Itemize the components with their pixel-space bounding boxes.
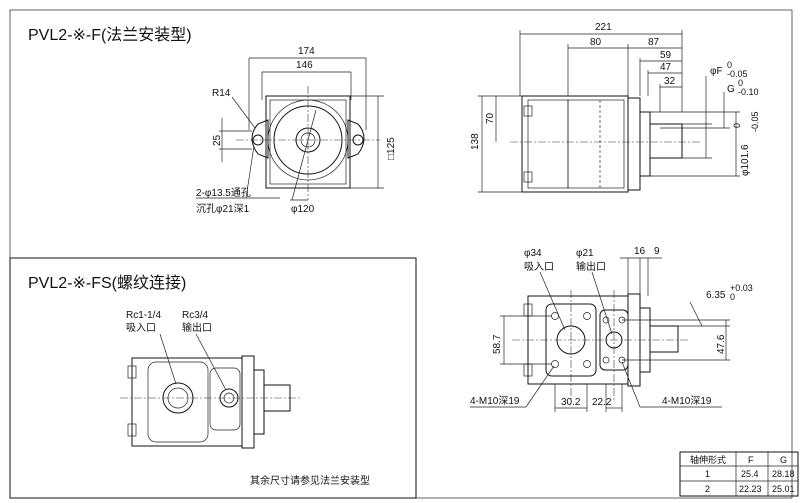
dim-47-6: 47.6: [716, 334, 727, 354]
dim-16: 16: [634, 246, 646, 257]
thread-flange: [241, 355, 255, 449]
table-header-F: F: [748, 455, 754, 465]
table-row1-F: 25.4: [741, 469, 759, 479]
table-row1-G: 28.18: [772, 469, 795, 479]
dim-6-35: 6.35: [706, 290, 726, 301]
dim-174: 174: [298, 46, 315, 57]
dim-59: 59: [660, 50, 672, 61]
dim-25: 25: [212, 134, 223, 146]
dim-146: 146: [296, 60, 313, 71]
dim-phiF: φF: [710, 66, 723, 77]
dim-9: 9: [654, 246, 660, 257]
dim-phi34: φ34: [524, 248, 542, 259]
tol-F-lower: -0.05: [727, 69, 748, 79]
inlet-label-2: 吸入口: [524, 262, 554, 273]
dim-80: 80: [590, 37, 602, 48]
table-row2-G: 25.01: [772, 484, 795, 494]
dim-32: 32: [664, 76, 676, 87]
dim-58-7: 58.7: [492, 334, 503, 354]
counterbore-note: 沉孔φ21深1: [196, 202, 250, 215]
side-flange: [627, 97, 641, 191]
inlet-code: Rc1-1/4: [126, 310, 161, 321]
bolt-note-left: 4-M10深19: [470, 395, 520, 407]
thread-note: 其余尺寸请参见法兰安装型: [250, 474, 370, 487]
thread-title: PVL2-※-FS(螺纹连接): [28, 274, 186, 292]
thread-view: PVL2-※-FS(螺纹连接) Rc1-1/4 吸入口 Rc3/4 输出口 其余…: [28, 274, 370, 487]
side-view: 221 80 87 59 47 32 138 70: [470, 22, 760, 193]
side-body: [521, 95, 629, 193]
outlet-label: 输出口: [182, 321, 212, 334]
tol-101-upper: 0: [732, 123, 742, 128]
bottom-shaft: [649, 325, 679, 353]
flange-ear-left: [251, 119, 269, 159]
dim-phi101: φ101.6: [740, 144, 751, 176]
dim-70: 70: [485, 112, 496, 124]
dim-30-2: 30.2: [561, 397, 581, 408]
shaft-table: 轴伸形式 F G 1 25.4 28.18 2 22.23 25.01: [679, 451, 799, 497]
table-row2-F: 22.23: [739, 484, 762, 494]
side-shaft: [649, 123, 683, 159]
dim-phi120: φ120: [291, 204, 315, 215]
dim-phi21: φ21: [576, 248, 594, 259]
bottom-view: φ34 吸入口 φ21 输出口 16 9: [470, 246, 753, 412]
dim-G: G: [727, 84, 735, 95]
tol-G-upper: 0: [738, 78, 743, 88]
bolt-note-right: 4-M10深19: [662, 395, 712, 407]
dim-22-2: 22.2: [592, 397, 612, 408]
hole-note: 2-φ13.5通孔: [196, 187, 251, 199]
tol-101-lower: -0.05: [750, 111, 760, 132]
dim-87: 87: [648, 37, 660, 48]
outlet-code: Rc3/4: [182, 310, 209, 321]
flange-title: PVL2-※-F(法兰安装型): [28, 26, 192, 44]
tol-F-upper: 0: [727, 60, 732, 70]
dim-sq125: □125: [386, 137, 397, 160]
outlet-label-2: 输出口: [576, 260, 606, 273]
table-header-G: G: [780, 455, 787, 465]
dim-221: 221: [595, 22, 612, 33]
inlet-label: 吸入口: [126, 323, 156, 334]
dim-r14: R14: [212, 88, 231, 99]
dim-138: 138: [470, 133, 481, 150]
flange-front-view: PVL2-※-F(法兰安装型) 174 146 R14 25: [28, 26, 397, 215]
tol-G-lower: -0.10: [738, 87, 759, 97]
tol-6-35-lower: 0: [730, 292, 735, 302]
flange-ear-right: [347, 119, 365, 159]
tol-6-35-upper: +0.03: [730, 283, 753, 293]
table-row1-type: 1: [705, 469, 710, 479]
table-row2-type: 2: [705, 484, 710, 494]
dim-47: 47: [660, 62, 672, 73]
table-header-type: 轴伸形式: [690, 454, 726, 465]
thread-view-box: [9, 257, 417, 499]
